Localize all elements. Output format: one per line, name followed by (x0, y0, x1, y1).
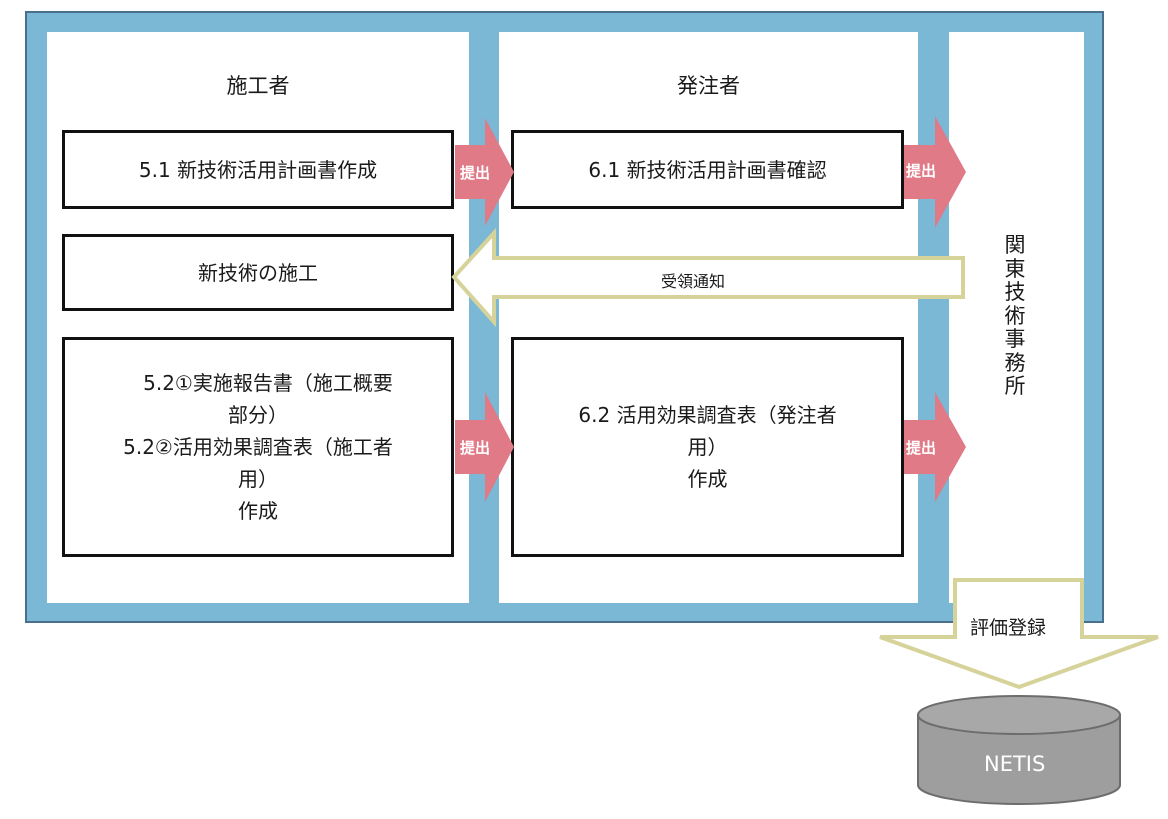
box-6-2-effect-survey: 6.2 活用効果調査表（発注者 用） 作成 (511, 337, 904, 557)
receipt-notice-label: 受領通知 (661, 272, 726, 291)
box-5-2-reports: 5.2①実施報告書（施工概要 部分） 5.2②活用効果調査表（施工者 用） 作成 (62, 337, 454, 557)
submit-arrow-3 (455, 392, 514, 502)
office-column: 関 東 技 術 事 務 所 (949, 32, 1084, 603)
submit-arrow-2 (904, 116, 966, 228)
box-5-1-plan-creation: 5.1 新技術活用計画書作成 (62, 130, 454, 209)
submit-label-4: 提出 (906, 439, 937, 457)
box-new-tech-construction: 新技術の施工 (62, 234, 454, 311)
receipt-notice-arrow (451, 227, 965, 328)
submit-label-1: 提出 (460, 164, 491, 182)
netis-database-icon (917, 695, 1121, 805)
evaluation-register-label: 評価登録 (970, 617, 1047, 639)
submit-label-2: 提出 (906, 162, 937, 180)
client-title: 発注者 (677, 74, 740, 98)
netis-label: NETIS (984, 752, 1046, 776)
submit-label-3: 提出 (460, 439, 491, 457)
contractor-title: 施工者 (226, 74, 290, 98)
submit-arrow-4 (904, 392, 966, 502)
box-6-1-plan-review: 6.1 新技術活用計画書確認 (511, 130, 904, 209)
submit-arrow-1 (455, 118, 514, 226)
evaluation-register-arrow (879, 578, 1159, 690)
office-title: 関 東 技 術 事 務 所 (1004, 233, 1026, 399)
